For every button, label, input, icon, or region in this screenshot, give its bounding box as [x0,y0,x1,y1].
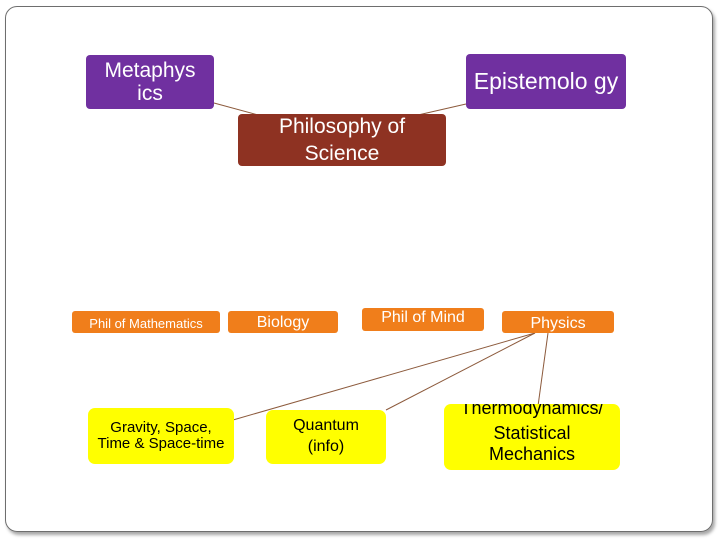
thermodynamics-label: Thermodynamics/ [460,404,604,418]
physics-node: Physics [502,311,614,333]
phil-of-mathematics-node: Phil of Mathematics [72,311,220,333]
phil-of-biology-label: Phil of Biology [256,314,310,331]
thermodynamics-node: Thermodynamics/ Statistical Mechanics [444,404,620,470]
epistemology-label: Epistemolo gy [473,67,619,94]
physics-label: Physics [530,315,586,333]
phil-of-mathematics-label: Phil of Mathematics [89,316,203,331]
connector-physics-to-gravity [232,332,536,421]
gravity-space-time-node: Gravity, Space, Time & Space-time [88,408,234,464]
quantum-info-node: Quantum (info) [266,410,386,464]
connector-physics-to-quantum [385,332,536,411]
epistemology-node: Epistemolo gy [466,54,626,109]
connector-physics-to-thermodynamics [537,332,549,407]
metaphysics-node: Metaphys ics [86,55,214,109]
slide-frame [5,6,713,532]
connector-epistemology-to-philosophy-of-science [417,103,467,116]
phil-of-mind-node: Phil of Mind [362,308,484,331]
philosophy-of-science-label: Philosophy of Science [278,114,406,165]
phil-of-biology-node: Phil of Biology [228,311,338,333]
connector-metaphysics-to-philosophy-of-science [213,102,263,117]
philosophy-of-science-node: Philosophy of Science [238,114,446,166]
statistical-mechanics-label: Statistical Mechanics [488,422,576,465]
metaphysics-label: Metaphys ics [104,58,196,105]
gravity-space-time-label: Gravity, Space, Time & Space-time [97,418,225,452]
quantum-info-label: Quantum (info) [293,417,359,455]
phil-of-mind-label: Phil of Mind [381,309,465,326]
